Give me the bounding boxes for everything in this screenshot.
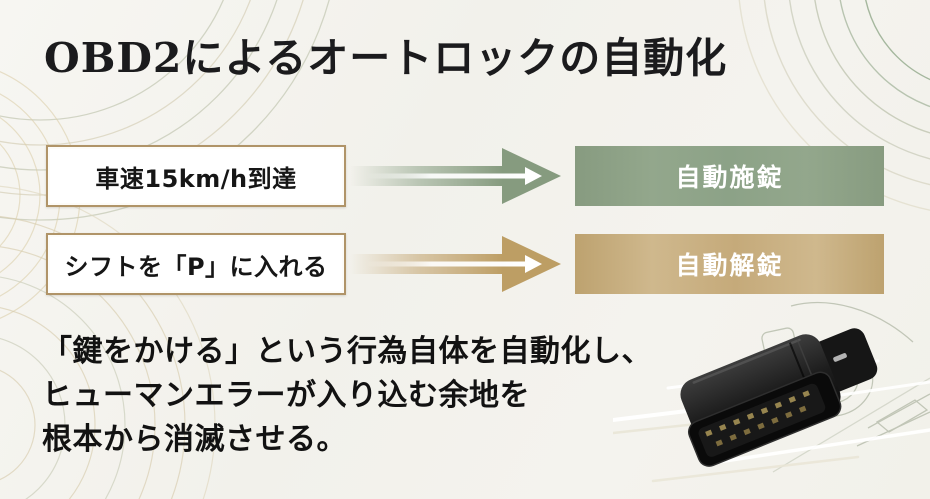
trigger-label: 車速15km/h到達: [95, 164, 297, 193]
trigger-label: シフトを「P」に入れる: [64, 252, 328, 281]
flow-row-auto-unlock: シフトを「P」に入れる 自動解錠: [0, 233, 930, 295]
obd2-connector-image: [613, 301, 930, 483]
flow-row-auto-lock: 車速15km/h到達 自動施錠: [0, 145, 930, 207]
trigger-box-speed: 車速15km/h到達: [46, 145, 346, 207]
action-box-auto-lock: 自動施錠: [575, 146, 884, 206]
body-line: ヒューマンエラーが入り込む余地を: [42, 378, 530, 413]
slide-body-text: 「鍵をかける」という行為自体を自動化し、 ヒューマンエラーが入り込む余地を 根本…: [42, 330, 652, 462]
action-label: 自動施錠: [675, 163, 784, 192]
action-label: 自動解錠: [675, 251, 784, 280]
slide-title: OBD2によるオートロックの自動化: [44, 34, 728, 82]
right-arrow-icon: [350, 236, 561, 292]
trigger-box-shift-p: シフトを「P」に入れる: [46, 233, 346, 295]
body-line: 「鍵をかける」という行為自体を自動化し、: [42, 334, 652, 369]
body-line: 根本から消滅させる。: [42, 422, 347, 457]
action-box-auto-unlock: 自動解錠: [575, 234, 884, 294]
right-arrow-icon: [350, 148, 561, 204]
